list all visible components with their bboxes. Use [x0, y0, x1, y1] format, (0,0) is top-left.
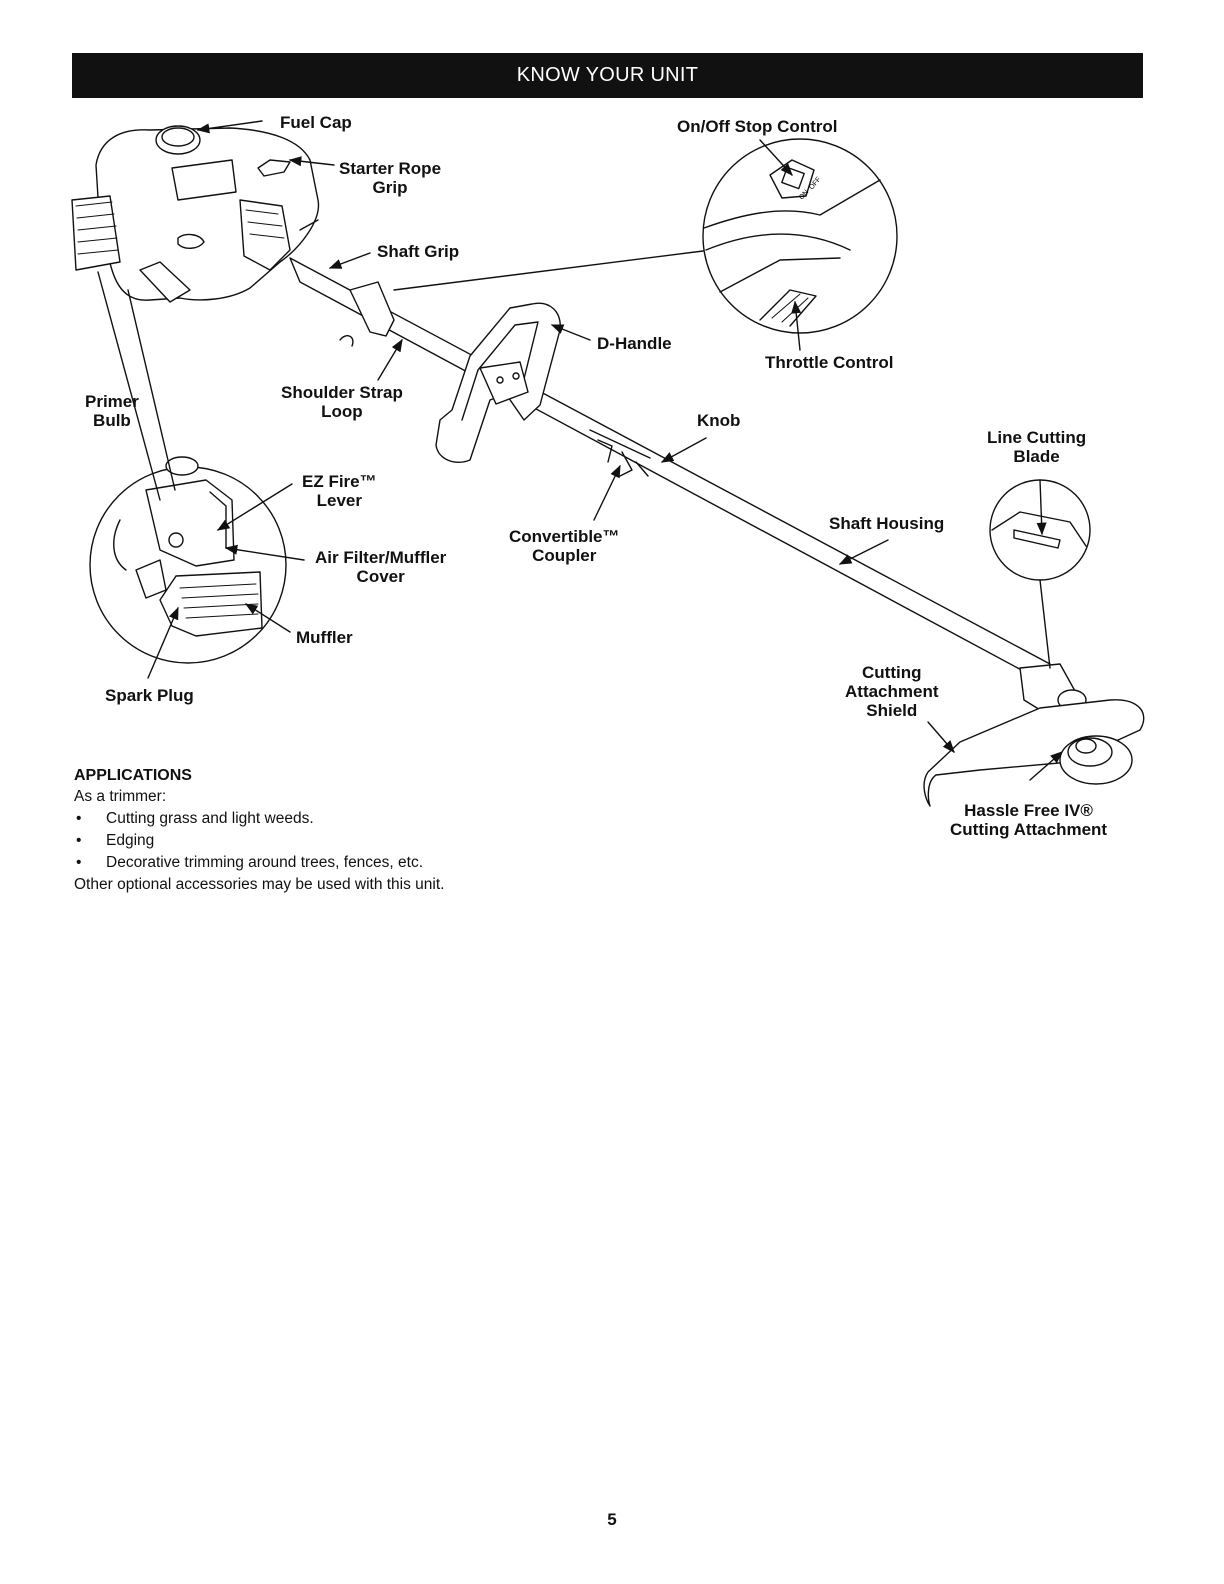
- hassle-free-line-2: Cutting Attachment: [950, 820, 1108, 839]
- line-cutting-blade-line-1: Line Cutting: [987, 428, 1087, 447]
- on-off-stop-control-label: On/Off Stop Control: [677, 117, 838, 136]
- starter-rope-grip-line-2: Grip: [372, 178, 408, 197]
- d-handle-illustration: [435, 302, 561, 463]
- primer-bulb-line-1: Primer: [85, 392, 139, 411]
- fuel-cap-label: Fuel Cap: [280, 113, 352, 132]
- line-cutting-blade-label: Line Cutting Blade: [987, 428, 1086, 466]
- cutting-attachment-shield-line-2: Attachment: [845, 682, 939, 701]
- shoulder-strap-loop-label: Shoulder Strap Loop: [281, 383, 403, 421]
- spark-plug-label: Spark Plug: [105, 686, 194, 705]
- air-filter-muffler-cover-line-2: Cover: [356, 567, 405, 586]
- shaft-grip-label: Shaft Grip: [377, 242, 460, 261]
- on-off-switch-inset: [702, 138, 898, 334]
- engine-illustration: [71, 125, 354, 347]
- hassle-free-line-1: Hassle Free IV®: [964, 801, 1093, 820]
- engine-detail-inset: [89, 456, 287, 664]
- list-item-text: Decorative trimming around trees, fences…: [106, 854, 424, 871]
- applications-footer: Other optional accessories may be used w…: [74, 876, 445, 893]
- knob-label: Knob: [697, 411, 741, 430]
- ez-fire-lever-label: EZ Fire™ Lever: [302, 472, 377, 510]
- applications-heading: APPLICATIONS: [74, 767, 192, 784]
- list-item: • Edging: [74, 830, 594, 852]
- cutting-attachment-shield-label: Cutting Attachment Shield: [845, 663, 939, 720]
- muffler-label: Muffler: [296, 628, 353, 647]
- list-item-text: Cutting grass and light weeds.: [106, 810, 314, 827]
- shaft-illustration: [289, 257, 1051, 681]
- bullet: •: [76, 810, 82, 827]
- throttle-control-label: Throttle Control: [765, 353, 894, 372]
- applications-list: •Cutting grass and light weeds. •Edging …: [74, 808, 594, 874]
- list-item: • Decorative trimming around trees, fence…: [74, 852, 594, 874]
- bullet: •: [76, 832, 82, 849]
- applications-section: APPLICATIONS As a trimmer: • Cutting gras…: [74, 766, 594, 896]
- section-banner: KNOW YOUR UNIT: [72, 53, 1143, 98]
- section-title: KNOW YOUR UNIT: [516, 64, 699, 86]
- applications-intro: As a trimmer:: [74, 788, 167, 805]
- bullet: •: [76, 854, 82, 871]
- shoulder-strap-loop-line-1: Shoulder Strap: [281, 383, 403, 402]
- page-number: 5: [607, 1510, 617, 1529]
- convertible-coupler-line-2: Coupler: [532, 546, 597, 565]
- shaft-housing-label: Shaft Housing: [829, 514, 945, 533]
- starter-rope-grip-label: Starter Rope Grip: [339, 159, 441, 197]
- line-cutting-blade-line-2: Blade: [1013, 447, 1060, 466]
- convertible-coupler-label: Convertible™ Coupler: [509, 527, 620, 565]
- list-item: • Cutting grass and light weeds.: [74, 808, 594, 830]
- convertible-coupler-line-1: Convertible™: [509, 527, 620, 546]
- ez-fire-lever-line-2: Lever: [316, 491, 362, 510]
- air-filter-muffler-cover-line-1: Air Filter/Muffler: [315, 548, 447, 567]
- leader-lines: [147, 120, 1063, 781]
- air-filter-muffler-cover-label: Air Filter/Muffler Cover: [315, 548, 446, 586]
- cutting-head-illustration: [923, 663, 1145, 807]
- cutting-attachment-shield-line-3: Shield: [866, 701, 918, 720]
- hassle-free-cutting-attachment-label: Hassle Free IV® Cutting Attachment: [950, 801, 1107, 839]
- primer-bulb-line-2: Bulb: [93, 411, 131, 430]
- shoulder-strap-loop-line-2: Loop: [321, 402, 363, 421]
- primer-bulb-label: Primer Bulb: [85, 392, 139, 430]
- cutting-attachment-shield-line-1: Cutting: [862, 663, 922, 682]
- ez-fire-lever-line-1: EZ Fire™: [302, 472, 377, 491]
- d-handle-label: D-Handle: [597, 334, 672, 353]
- list-item-text: Edging: [106, 832, 155, 849]
- starter-rope-grip-line-1: Starter Rope: [339, 159, 442, 178]
